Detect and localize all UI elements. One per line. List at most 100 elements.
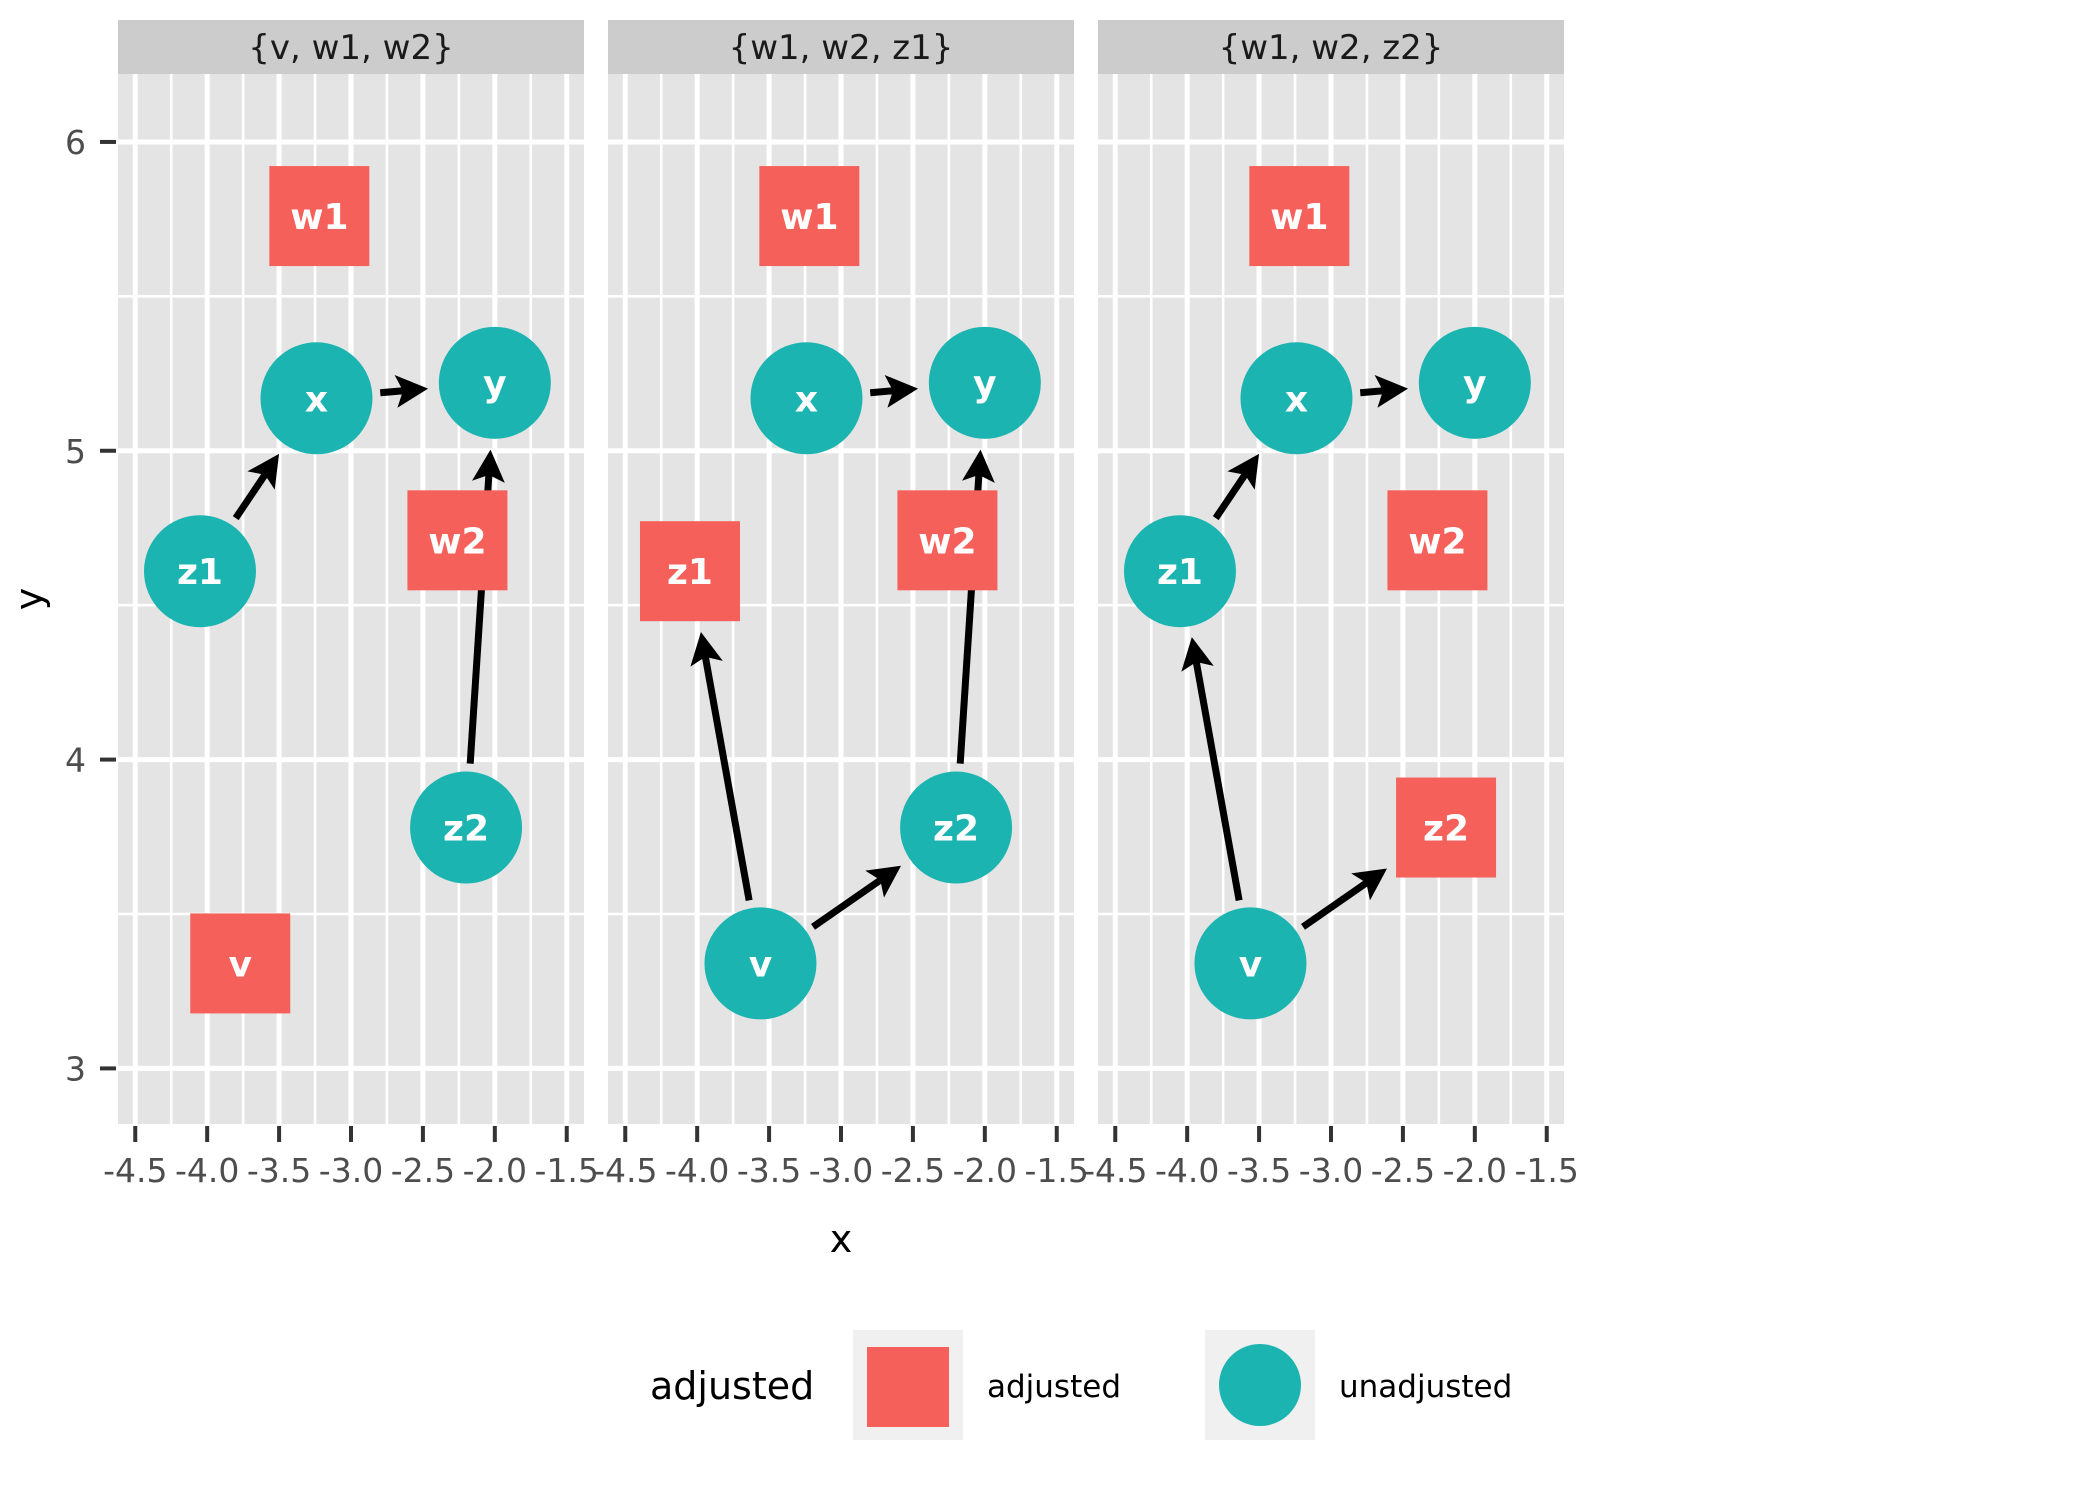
dag-node-label-v: v	[229, 944, 252, 985]
facet-strip-label: {w1, w2, z1}	[729, 28, 954, 68]
dag-node-label-z1: z1	[177, 552, 223, 593]
x-axis-tick-label: -3.0	[319, 1151, 383, 1190]
dag-node-label-w2: w2	[918, 521, 976, 562]
x-axis-tick-label: -1.5	[1515, 1151, 1579, 1190]
legend-key-circle	[1219, 1344, 1301, 1426]
dag-node-label-w1: w1	[780, 197, 838, 238]
dag-node-shape-square[interactable]	[639, 521, 740, 622]
legend-title: adjusted	[650, 1364, 814, 1408]
dag-node-shape-circle[interactable]	[1418, 326, 1531, 439]
dag-node-shape-circle[interactable]	[1240, 342, 1353, 455]
dag-node-label-w2: w2	[428, 521, 486, 562]
facet-panel-2: {w1, w2, z1} w1 x y z1 w2 z2 v	[608, 20, 1074, 1124]
facet-strip-background	[118, 20, 584, 74]
x-axis-tick-label: -4.5	[103, 1151, 167, 1190]
x-axis-tick-label: -2.0	[953, 1151, 1017, 1190]
dag-node-label-w1: w1	[1270, 197, 1328, 238]
axes-layer: -4.5-4.0-3.5-3.0-2.5-2.0-1.5-4.5-4.0-3.5…	[7, 123, 1579, 1261]
dag-node-shape-square[interactable]	[897, 490, 998, 591]
dag-node-shape-circle[interactable]	[260, 342, 373, 455]
facet-panel-1: {v, w1, w2} w1 x y z1 w2 z2 v	[118, 20, 584, 1124]
x-axis-tick-label: -3.5	[247, 1151, 311, 1190]
dag-node-label-z1: z1	[667, 552, 713, 593]
facet-strip-label: {v, w1, w2}	[248, 28, 454, 68]
dag-node-label-x: x	[305, 379, 328, 420]
dag-node-shape-circle[interactable]	[1194, 907, 1307, 1020]
dag-edge-x-to-y	[1359, 374, 1409, 408]
facet-strip-background	[608, 20, 1074, 74]
facet-strip-background	[1098, 20, 1564, 74]
x-axis-tick-label: -1.5	[1025, 1151, 1089, 1190]
dag-edge-z1-to-x	[232, 453, 280, 521]
dag-node-shape-square[interactable]	[407, 490, 508, 591]
dag-node-shape-circle[interactable]	[750, 342, 863, 455]
dag-node-shape-circle[interactable]	[928, 326, 1041, 439]
dag-node-label-z2: z2	[1423, 809, 1469, 850]
x-axis-tick-label: -2.5	[881, 1151, 945, 1190]
dag-node-label-z2: z2	[443, 809, 489, 850]
facet-panel-3: {w1, w2, z2} w1 x y z1 w2 z2 v	[1098, 20, 1564, 1124]
dag-node-shape-square[interactable]	[190, 913, 291, 1014]
x-axis-tick-label: -2.0	[463, 1151, 527, 1190]
x-axis-tick-label: -2.5	[1371, 1151, 1435, 1190]
dag-node-shape-circle[interactable]	[900, 771, 1013, 884]
dag-node-label-w1: w1	[290, 197, 348, 238]
dag-node-label-x: x	[795, 379, 818, 420]
dag-node-label-y: y	[483, 364, 506, 405]
dag-edge-x-to-y	[869, 374, 919, 408]
y-axis-tick-label: 3	[65, 1049, 86, 1088]
x-axis-title: x	[830, 1217, 853, 1261]
legend-key-square	[867, 1347, 949, 1427]
dag-node-label-x: x	[1285, 379, 1308, 420]
dag-node-label-y: y	[1463, 364, 1486, 405]
x-axis-tick-label: -1.5	[535, 1151, 599, 1190]
x-axis-tick-label: -4.5	[1083, 1151, 1147, 1190]
dag-node-shape-circle[interactable]	[1123, 515, 1236, 628]
y-axis-tick-label: 5	[65, 432, 86, 471]
dag-edge-v-to-z1	[1181, 637, 1243, 902]
dag-node-shape-circle[interactable]	[704, 907, 817, 1020]
dag-edge-v-to-z2	[811, 865, 902, 930]
dag-node-shape-square[interactable]	[1249, 166, 1350, 267]
dag-edge-v-to-z2	[1301, 868, 1388, 930]
dag-node-label-v: v	[1239, 944, 1262, 985]
x-axis-tick-label: -3.0	[809, 1151, 873, 1190]
legend-entry-unadjusted[interactable]: unadjusted	[1205, 1330, 1512, 1440]
dag-node-label-z2: z2	[933, 809, 979, 850]
y-axis-title: y	[7, 588, 51, 611]
y-axis-tick-label: 4	[65, 741, 86, 780]
legend-entry-label: unadjusted	[1339, 1369, 1512, 1405]
dag-node-shape-square[interactable]	[269, 166, 370, 267]
dag-edge-v-to-z1	[690, 632, 753, 902]
dag-node-label-y: y	[973, 364, 996, 405]
dag-node-shape-square[interactable]	[759, 166, 860, 267]
dag-edge-x-to-y	[379, 374, 429, 408]
x-axis-tick-label: -4.0	[1155, 1151, 1219, 1190]
dag-node-shape-circle[interactable]	[410, 771, 523, 884]
x-axis-tick-label: -3.0	[1299, 1151, 1363, 1190]
legend-entry-label: adjusted	[987, 1369, 1121, 1405]
legend-entry-adjusted[interactable]: adjusted	[853, 1330, 1121, 1440]
panels-layer: {v, w1, w2} w1 x y z1 w2 z2 v {w1, w2, z1} w1 x y z1…	[118, 20, 1564, 1124]
legend-layer: adjusted adjusted unadjusted	[650, 1330, 1512, 1440]
dag-node-shape-square[interactable]	[1396, 777, 1497, 878]
dag-node-label-w2: w2	[1408, 521, 1466, 562]
panel-inner: w1 x y z1 w2 z2 v	[118, 74, 584, 1124]
x-axis-tick-label: -4.0	[665, 1151, 729, 1190]
x-axis-tick-label: -4.0	[175, 1151, 239, 1190]
x-axis-tick-label: -2.5	[391, 1151, 455, 1190]
panel-inner: w1 x y z1 w2 z2 v	[1098, 74, 1564, 1124]
facet-strip-label: {w1, w2, z2}	[1219, 28, 1444, 68]
x-axis-tick-label: -4.5	[593, 1151, 657, 1190]
dag-node-label-v: v	[749, 944, 772, 985]
dag-node-shape-square[interactable]	[1387, 490, 1488, 591]
dag-node-label-z1: z1	[1157, 552, 1203, 593]
x-axis-tick-label: -3.5	[737, 1151, 801, 1190]
dag-node-shape-circle[interactable]	[438, 326, 551, 439]
x-axis-tick-label: -3.5	[1227, 1151, 1291, 1190]
dag-node-shape-circle[interactable]	[143, 515, 256, 628]
panel-inner: w1 x y z1 w2 z2 v	[608, 74, 1074, 1124]
x-axis-tick-label: -2.0	[1443, 1151, 1507, 1190]
